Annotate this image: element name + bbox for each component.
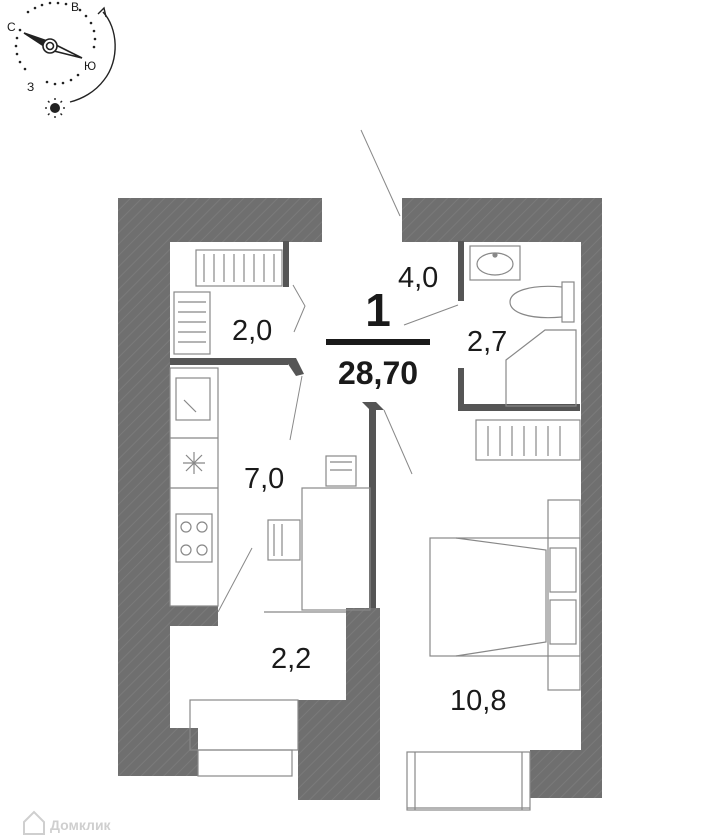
partitions: [170, 241, 580, 608]
shower-tray-icon: [505, 329, 577, 407]
apartment-summary: 1 28,70: [326, 284, 430, 391]
sun-icon: [45, 98, 65, 118]
walls: [118, 198, 602, 800]
house-logo-icon: [23, 810, 45, 835]
sun-path-arc: [69, 11, 116, 103]
watermark: Домклик: [23, 810, 112, 835]
chair-icon-2: [267, 519, 301, 561]
total-area: 28,70: [338, 355, 418, 391]
corridor-area-label: 2,2: [271, 643, 311, 675]
compass: С В Ю З: [7, 0, 116, 118]
watermark-text: Домклик: [50, 817, 112, 833]
summary-divider: [326, 339, 430, 345]
wardrobe-icon: [547, 499, 581, 691]
compass-west-label: З: [27, 80, 34, 94]
compass-needle-icon: [23, 32, 83, 59]
kitchen-sink-icon: [175, 377, 211, 421]
storage-shelves: [173, 249, 283, 355]
door-swings: [217, 129, 459, 613]
compass-north-label: С: [7, 20, 16, 34]
sun-path-arrow-icon: [97, 6, 107, 18]
bedroom-fixtures: [429, 419, 581, 691]
openings: [189, 699, 531, 811]
compass-dots-icon: [14, 1, 97, 86]
compass-south-label: Ю: [84, 59, 96, 73]
fan-icon: [183, 452, 205, 474]
table-icon: [301, 487, 371, 611]
rooms-count: 1: [365, 284, 391, 336]
bed-icon: [429, 537, 581, 657]
kitchen-area-label: 7,0: [244, 463, 284, 495]
compass-east-label: В: [71, 0, 79, 14]
storage-area-label: 2,0: [232, 315, 272, 347]
stove-icon: [175, 513, 213, 563]
chair-icon: [325, 455, 357, 487]
hall-area-label: 4,0: [398, 262, 438, 294]
bedroom-area-label: 10,8: [450, 685, 506, 717]
bathroom-area-label: 2,7: [467, 326, 507, 358]
radiator-icon: [475, 419, 581, 461]
kitchen-fixtures: [169, 367, 371, 613]
bathroom-fixtures: [469, 245, 577, 407]
toilet-icon: [509, 281, 575, 323]
room-labels: 2,0 4,0 2,7 7,0 2,2 10,8: [232, 262, 507, 717]
sink-icon: [469, 245, 521, 281]
